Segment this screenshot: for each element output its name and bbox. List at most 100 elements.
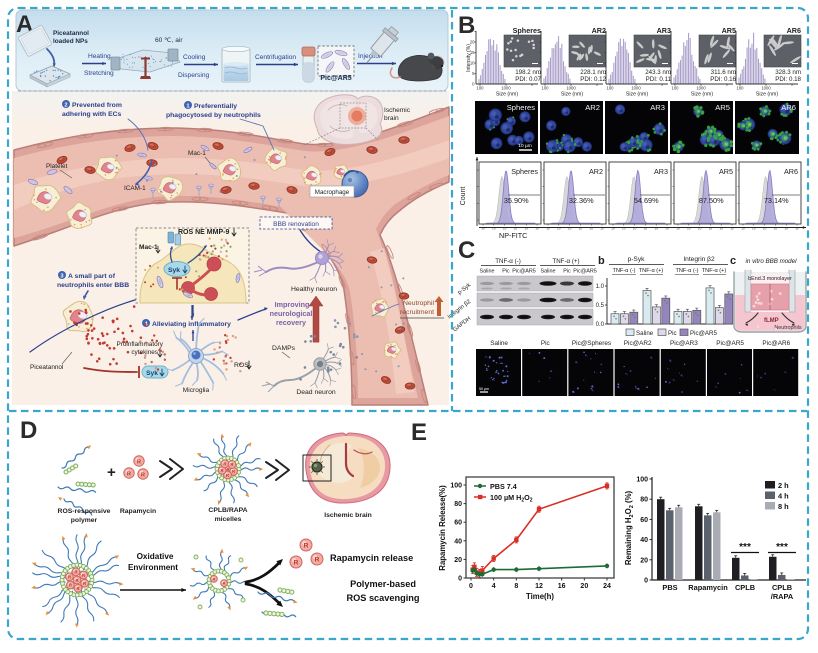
svg-text:10: 10 (470, 61, 475, 66)
svg-text:micelles: micelles (215, 516, 242, 523)
svg-text:Oxidative: Oxidative (137, 552, 174, 561)
svg-text:p-Syk: p-Syk (628, 256, 646, 263)
svg-text:Count: Count (460, 187, 467, 206)
svg-text:R: R (76, 586, 79, 591)
svg-text:AR5: AR5 (719, 167, 733, 176)
svg-text:***: *** (776, 542, 788, 553)
svg-text:Cooling: Cooling (183, 54, 206, 61)
svg-text:polymer: polymer (71, 517, 98, 524)
svg-text:35.90%: 35.90% (504, 196, 529, 205)
svg-text:in vitro BBB model: in vitro BBB model (746, 258, 798, 265)
svg-text:Neutrophil: Neutrophil (403, 300, 434, 307)
svg-text:AR3: AR3 (657, 26, 671, 35)
svg-text:TNF-α (+): TNF-α (+) (552, 258, 579, 265)
svg-text:311.6 nm: 311.6 nm (711, 69, 736, 76)
svg-text:/RAPA: /RAPA (771, 592, 794, 601)
svg-text:recovery: recovery (276, 318, 306, 327)
svg-text:brain: brain (384, 115, 399, 122)
svg-text:Rapamycin Release(%): Rapamycin Release(%) (438, 485, 447, 571)
svg-text:60 ℃, air: 60 ℃, air (155, 37, 183, 44)
svg-text:Size (nm): Size (nm) (496, 92, 518, 98)
svg-text:NP-FITC: NP-FITC (499, 231, 527, 240)
svg-text:R: R (232, 469, 235, 474)
svg-text:Size (nm): Size (nm) (756, 92, 778, 98)
svg-text:60: 60 (454, 520, 462, 527)
svg-text:CPLB: CPLB (735, 583, 755, 592)
svg-text:AR6: AR6 (781, 103, 796, 112)
svg-text:50 µm: 50 µm (479, 387, 489, 391)
svg-text:0: 0 (644, 578, 648, 585)
svg-text:phagocytosed by neutrophils: phagocytosed by neutrophils (166, 112, 261, 119)
svg-text:8: 8 (514, 583, 518, 590)
svg-text:Spheres: Spheres (511, 167, 538, 176)
svg-text:Size (nm): Size (nm) (626, 92, 648, 98)
svg-text:Mac-1: Mac-1 (188, 150, 206, 157)
svg-text:R: R (83, 581, 86, 586)
svg-text:Improving: Improving (275, 300, 310, 309)
svg-text:198.2 nm: 198.2 nm (515, 69, 541, 76)
svg-text:c: c (730, 255, 736, 267)
svg-text:Saline: Saline (636, 330, 654, 337)
svg-text:Platelet: Platelet (46, 163, 68, 170)
svg-text:R: R (74, 570, 77, 575)
svg-text:TNF-α (+): TNF-α (+) (639, 268, 664, 274)
svg-text:CPLB: CPLB (772, 583, 792, 592)
svg-text:PBS: PBS (662, 583, 677, 592)
svg-text:R: R (213, 577, 216, 581)
svg-text:Rapamycin: Rapamycin (688, 583, 728, 592)
svg-text:0.0: 0.0 (596, 322, 605, 328)
svg-text:AR6: AR6 (784, 167, 798, 176)
svg-text:100 µM H2O2: 100 µM H2O2 (490, 493, 533, 504)
svg-text:Saline: Saline (541, 269, 556, 275)
svg-text:Macrophage: Macrophage (315, 189, 350, 196)
svg-text:15: 15 (470, 50, 475, 55)
svg-text:Pic: Pic (541, 340, 551, 347)
svg-text:1000: 1000 (631, 86, 641, 91)
svg-text:ROS-responsive: ROS-responsive (58, 508, 111, 515)
svg-text:Size (nm): Size (nm) (561, 92, 583, 98)
svg-text:neutrophils enter BBB: neutrophils enter BBB (57, 282, 129, 289)
svg-text:PDI: 0.12: PDI: 0.12 (580, 76, 606, 83)
svg-text:1000: 1000 (501, 86, 511, 91)
svg-text:Pic: Pic (502, 269, 510, 275)
svg-text:Pic@AR5: Pic@AR5 (690, 330, 717, 337)
svg-text:Size (nm): Size (nm) (691, 92, 713, 98)
svg-text:100: 100 (450, 483, 462, 490)
svg-text:Mac-1: Mac-1 (139, 244, 158, 251)
svg-text:Syk: Syk (168, 267, 180, 274)
svg-text:Pic@AR6: Pic@AR6 (762, 340, 790, 347)
svg-text:40: 40 (640, 537, 648, 544)
svg-text:20: 20 (640, 557, 648, 564)
svg-text:1.0: 1.0 (596, 284, 605, 290)
svg-text:Saline: Saline (490, 340, 508, 347)
svg-text:Preferentially: Preferentially (194, 103, 237, 110)
svg-text:PDI: 0.07: PDI: 0.07 (515, 76, 541, 83)
svg-text:Stretching: Stretching (84, 70, 114, 77)
svg-text:R: R (226, 473, 229, 478)
svg-text:73.14%: 73.14% (764, 196, 789, 205)
svg-text:PDI: 0.18: PDI: 0.18 (775, 76, 801, 83)
svg-text:Syk: Syk (146, 370, 158, 377)
svg-text:12: 12 (535, 583, 543, 590)
svg-text:recruitment: recruitment (400, 309, 434, 316)
svg-text:E: E (411, 419, 427, 446)
svg-text:Pic: Pic (668, 330, 677, 337)
svg-text:Pic@AR5: Pic@AR5 (716, 340, 744, 347)
svg-text:Heating: Heating (88, 53, 111, 60)
svg-text:BBB renovation: BBB renovation (273, 221, 319, 228)
svg-text:Spheres: Spheres (513, 26, 541, 35)
svg-text:100: 100 (636, 477, 648, 484)
svg-text:Dead neuron: Dead neuron (296, 389, 336, 396)
svg-text:Alleviating inflammatory: Alleviating inflammatory (152, 321, 231, 328)
svg-text:R: R (230, 462, 233, 467)
svg-text:R: R (294, 560, 299, 567)
svg-text:328.3 nm: 328.3 nm (775, 69, 801, 76)
svg-text:Pic@AR5: Pic@AR5 (573, 269, 596, 275)
svg-text:neurological: neurological (270, 309, 313, 318)
svg-text:TNF-α (-): TNF-α (-) (495, 258, 521, 265)
svg-text:Pic@AR3: Pic@AR3 (670, 340, 698, 347)
svg-text:Piceatannol: Piceatannol (30, 364, 63, 371)
svg-text:Ischemic: Ischemic (384, 107, 411, 114)
svg-text:R: R (82, 573, 85, 578)
svg-text:B: B (458, 12, 475, 39)
